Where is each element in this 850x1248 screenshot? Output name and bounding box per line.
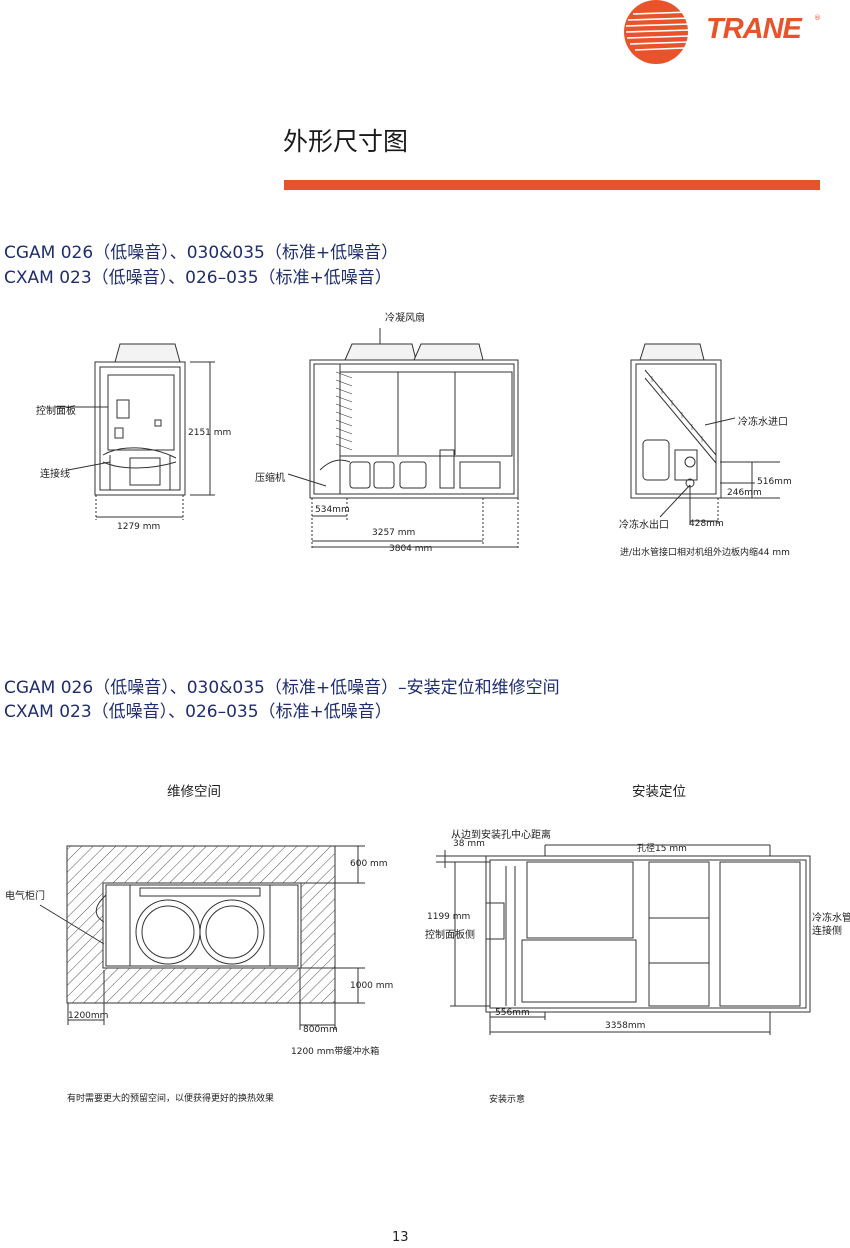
dim-246-label: 246mm <box>727 488 762 498</box>
electric-cabinet-door-label: 电气柜门 <box>5 891 45 902</box>
chilled-pipe-label-line2: 连接侧 <box>812 926 842 937</box>
service-space-heading: 维修空间 <box>167 784 221 800</box>
dim-38-label: 38 mm <box>453 839 485 849</box>
dim-1000-label: 1000 mm <box>350 981 394 991</box>
dim-3358-label: 3358mm <box>605 1021 646 1031</box>
dim-3804-label: 3804 mm <box>389 544 433 554</box>
hole-diameter-label: 孔径15 mm <box>637 844 687 854</box>
edge-to-hole-label: 从边到安装孔中心距离 <box>451 830 551 841</box>
water-pipe-note: 进/出水管接口相对机组外边板内缩44 mm <box>620 548 790 558</box>
install-note: 安装示意 <box>489 1095 526 1105</box>
install-position-heading: 安装定位 <box>632 784 686 800</box>
registered-mark: ® <box>814 14 821 22</box>
buffer-tank-note: 1200 mm带缓冲水箱 <box>291 1047 380 1057</box>
chilled-water-outlet-label: 冷冻水出口 <box>619 520 669 531</box>
dim-534-label: 534mm <box>315 505 350 515</box>
service-space-note: 有时需要更大的预留空间，以便获得更好的换热效果 <box>67 1094 275 1104</box>
chilled-pipe-label-line1: 冷冻水管 <box>812 913 850 924</box>
page-title: 外形尺寸图 <box>283 127 409 156</box>
dim-516-label: 516mm <box>757 477 792 487</box>
dim-3257-label: 3257 mm <box>372 528 416 538</box>
width-1279-label: 1279 mm <box>117 522 161 532</box>
dim-600-label: 600 mm <box>350 859 388 869</box>
dim-428-label: 428mm <box>689 519 724 529</box>
height-2151-label: 2151 mm <box>188 428 232 438</box>
control-panel-label: 控制面板 <box>36 406 76 417</box>
dim-800-label: 800mm <box>303 1025 338 1035</box>
condenser-fan-label: 冷凝风扇 <box>385 313 425 324</box>
compressor-label: 压缩机 <box>255 473 285 484</box>
dim-1200-label: 1200mm <box>68 1011 109 1021</box>
connecting-wire-label: 连接线 <box>40 469 70 480</box>
control-panel-side-label: 控制面板侧 <box>425 930 475 941</box>
page-number: 13 <box>392 1230 409 1245</box>
section1-model-line2: CXAM 023（低噪音）、026–035（标准+低噪音） <box>4 268 392 288</box>
section1-model-line1: CGAM 026（低噪音）、030&035（标准+低噪音） <box>4 243 399 263</box>
dim-556-label: 556mm <box>495 1008 530 1018</box>
section2-model-line2: CXAM 023（低噪音）、026–035（标准+低噪音） <box>4 702 392 722</box>
title-underline-bar <box>284 180 820 190</box>
dim-1199-label: 1199 mm <box>427 912 471 922</box>
brand-logo-text: TRANE <box>706 13 802 45</box>
chilled-water-inlet-label: 冷冻水进口 <box>738 417 788 428</box>
section2-model-line1: CGAM 026（低噪音）、030&035（标准+低噪音）–安装定位和维修空间 <box>4 678 560 698</box>
